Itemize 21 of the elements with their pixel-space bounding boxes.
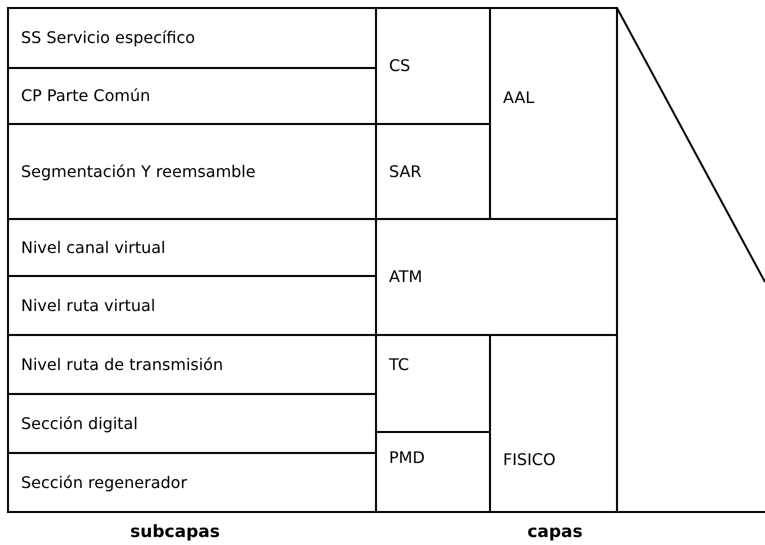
layer-box <box>7 452 377 513</box>
layer-label: AAL <box>503 87 534 109</box>
layer-label: TC <box>389 354 410 376</box>
layer-label: Nivel canal virtual <box>21 236 166 258</box>
layer-label: PMD <box>389 447 425 469</box>
axis-caption: subcapas <box>129 521 221 544</box>
layer-box <box>489 334 618 513</box>
layer-label: Nivel ruta de transmisión <box>21 354 224 376</box>
layer-label: CP Parte Común <box>21 85 150 107</box>
layer-label: Sección digital <box>21 412 138 434</box>
layer-label: Nivel ruta virtual <box>21 294 156 316</box>
layer-label: CS <box>389 55 410 77</box>
layer-label: SAR <box>389 160 422 182</box>
layer-label: SS Servicio específico <box>21 27 196 49</box>
layer-label: Sección regenerador <box>21 472 188 494</box>
layer-box <box>489 7 618 220</box>
layer-label: FISICO <box>503 449 556 471</box>
layer-box <box>7 7 377 69</box>
axis-caption: capas <box>526 521 584 544</box>
layer-label: Segmentación Y reemsamble <box>21 160 256 182</box>
layer-label: ATM <box>389 266 422 288</box>
